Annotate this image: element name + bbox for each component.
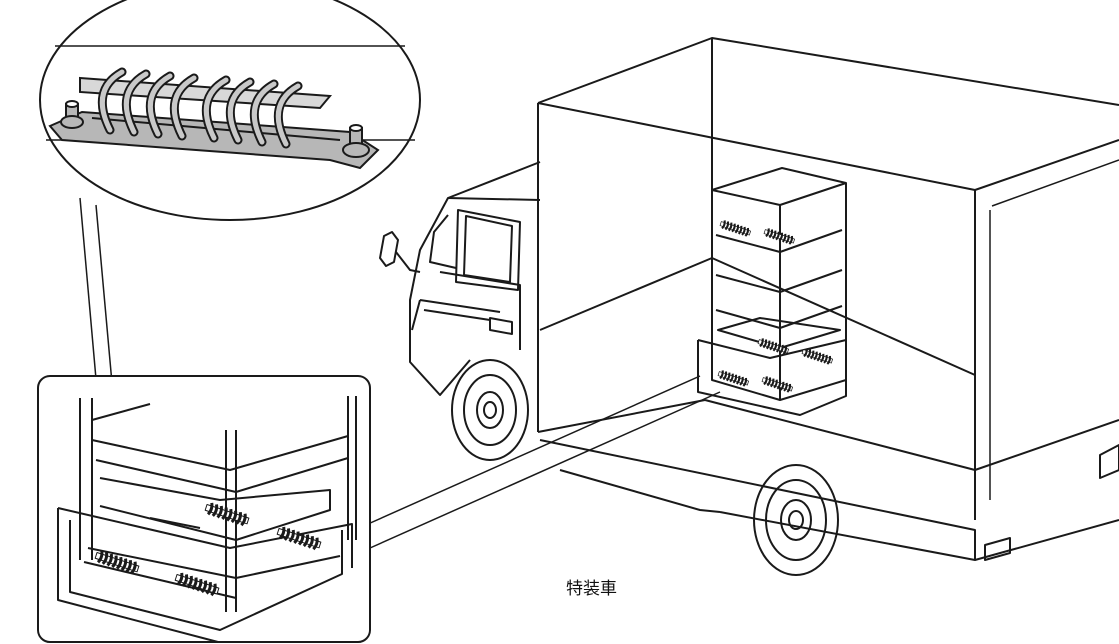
truck-illustration [367,37,1119,576]
caption-label: 特装車 [566,579,617,599]
rack-base-inset [37,375,371,643]
bolt-right [342,124,370,158]
bolt-left [60,100,84,129]
spring-closeup-circle [39,0,421,561]
